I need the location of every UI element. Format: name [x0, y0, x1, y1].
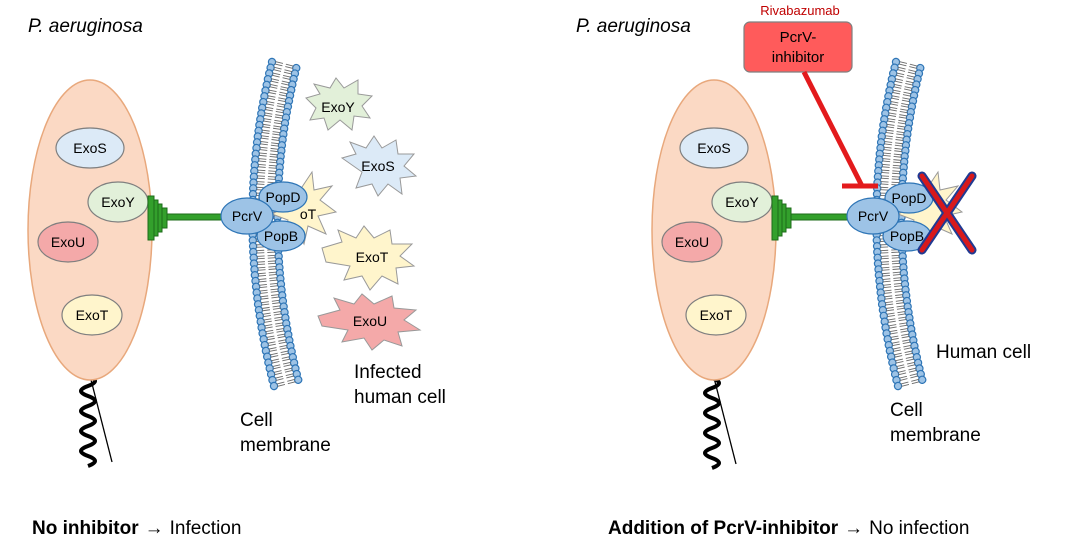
right-caption-bold: Addition of PcrV-inhibitor [608, 518, 839, 539]
right-human-cell-label: Human cell [936, 342, 1031, 363]
left-flagellum-line [87, 367, 113, 463]
left-membrane-label-2: membrane [240, 435, 331, 456]
left-released-exou-label: ExoU [353, 313, 387, 329]
left-released-exou [317, 293, 422, 351]
right-popb-label: PopB [890, 228, 924, 244]
left-released-exot [321, 225, 416, 291]
right-flagellum-line [711, 369, 737, 465]
right-exos-ellipse [679, 127, 749, 169]
left-membrane-label-1: Cell [240, 410, 273, 431]
left-popd-ellipse [258, 181, 308, 213]
right-pcrv-label: PcrV [858, 208, 889, 224]
drug-name-label: Rivabazumab [760, 3, 840, 18]
right-pcrv-ellipse [846, 197, 900, 235]
left-exot-ellipse [61, 294, 123, 336]
arrow-icon: → [145, 518, 164, 539]
right-exou-label: ExoU [675, 234, 709, 250]
right-exot-ellipse [685, 294, 747, 336]
right-membrane-label-1: Cell [890, 400, 923, 421]
left-caption-bold: No inhibitor [32, 518, 139, 539]
right-exos-label: ExoS [697, 140, 730, 156]
left-flagellum [79, 364, 97, 468]
right-secretion-base [771, 195, 792, 241]
inhibition-line [801, 70, 865, 188]
right-species-label: P. aeruginosa [576, 16, 691, 37]
left-exos-label: ExoS [73, 140, 106, 156]
left-pcrv-label: PcrV [232, 208, 263, 224]
right-popd-label: PopD [891, 190, 926, 206]
left-popd-label: PopD [265, 189, 300, 205]
left-released-exot-label: ExoT [356, 249, 389, 265]
left-popb-ellipse [256, 220, 306, 252]
inhibitor-label-2: inhibitor [772, 49, 825, 66]
left-panel: P. aeruginosa ExoS ExoY ExoU ExoT oT Pop… [27, 16, 446, 539]
arrow-icon: → [844, 518, 863, 539]
right-exot-label: ExoT [700, 307, 733, 323]
left-released-exoy-label: ExoY [321, 99, 355, 115]
left-exot-label: ExoT [76, 307, 109, 323]
left-infected-label-2: human cell [354, 387, 446, 408]
left-exou-label: ExoU [51, 234, 85, 250]
left-released-exos-label: ExoS [361, 158, 394, 174]
left-exou-ellipse [37, 221, 99, 263]
left-caption-rest: Infection [170, 518, 242, 539]
right-exou-ellipse [661, 221, 723, 263]
left-species-label: P. aeruginosa [28, 16, 143, 37]
left-exos-ellipse [55, 127, 125, 169]
left-pore-exot-label: oT [300, 206, 317, 222]
right-membrane-label-2: membrane [890, 425, 981, 446]
block-cross-icon [917, 171, 977, 255]
right-caption: Addition of PcrV-inhibitor→ No infection [608, 518, 969, 539]
left-exoy-label: ExoY [101, 194, 135, 210]
right-exoy-label: ExoY [725, 194, 759, 210]
right-panel: P. aeruginosa ExoS ExoY ExoU ExoT PopD P… [576, 3, 1031, 539]
right-flagellum [703, 366, 721, 470]
left-caption: No inhibitor → Infection [32, 518, 241, 539]
inhibitor-label-1: PcrV- [780, 29, 817, 46]
left-infected-label-1: Infected [354, 362, 422, 383]
left-released-exos [340, 135, 418, 197]
inhibitor-box [743, 21, 853, 73]
right-caption-rest: No infection [869, 518, 969, 539]
left-secretion-base [147, 195, 168, 241]
left-released-exoy [305, 77, 374, 131]
left-popb-label: PopB [264, 228, 298, 244]
left-pcrv-ellipse [220, 197, 274, 235]
